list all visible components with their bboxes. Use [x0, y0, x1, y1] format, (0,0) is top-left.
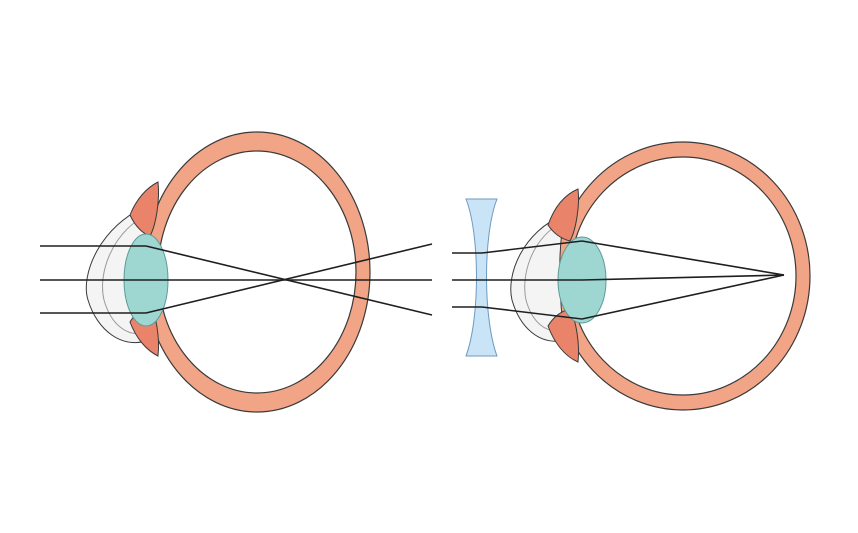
right-ray-middle-refracted: [581, 274, 785, 281]
left-eye-rays: [40, 243, 433, 316]
left-eye-cornea-inner: [102, 214, 147, 334]
left-ray-bottom-refracted: [145, 243, 433, 314]
right-eye-cornea-inner: [524, 221, 563, 332]
right-ray-bottom-diverged: [481, 306, 583, 320]
right-eye: [510, 141, 811, 411]
right-eye-iris-lower: [547, 308, 579, 363]
left-eye: [85, 131, 371, 413]
right-eye-rays: [452, 240, 785, 320]
left-eye-sclera: [143, 131, 371, 413]
left-eye-iris-upper: [129, 181, 159, 237]
right-ray-bottom-refracted: [581, 274, 785, 320]
right-ray-top-diverged: [481, 240, 583, 254]
right-eye-iris-upper: [547, 188, 579, 242]
right-ray-top-refracted: [581, 240, 785, 276]
concave-lens-icon: [465, 198, 498, 357]
